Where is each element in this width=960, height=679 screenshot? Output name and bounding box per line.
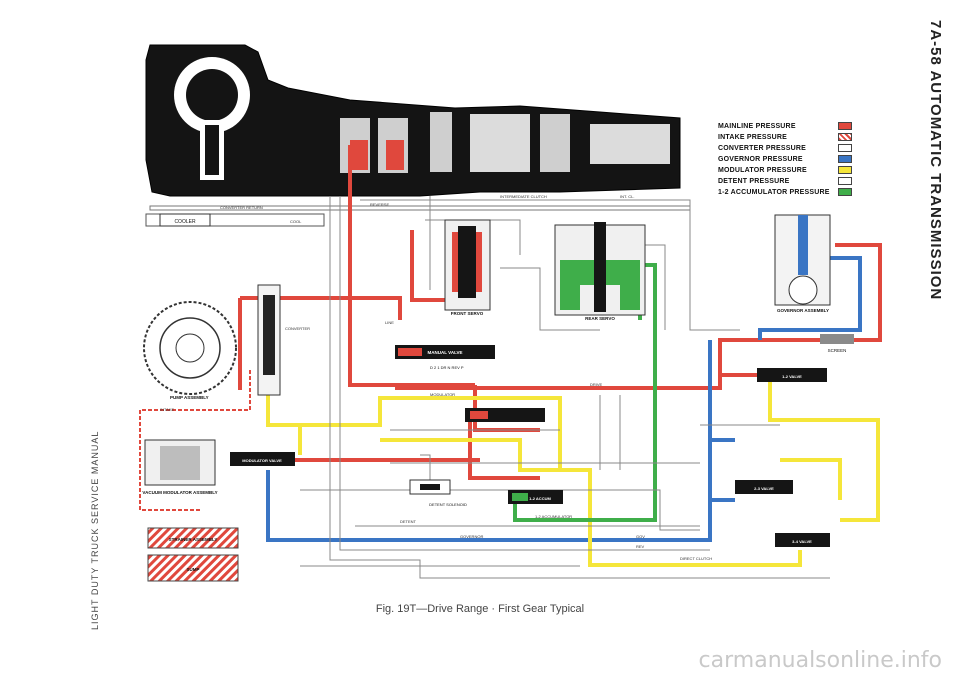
legend-label: 1-2 ACCUMULATOR PRESSURE — [718, 189, 830, 196]
mainline-lines — [238, 145, 882, 480]
cool-label: COOL — [290, 219, 302, 224]
reverse-label: REVERSE — [370, 202, 389, 207]
shift-valves: 1-2 VALVE 2-3 VALVE 3-4 VALVE — [735, 368, 830, 547]
vacuum-modulator: VACUUM MODULATOR ASSEMBLY MODULATOR VALV… — [142, 439, 295, 495]
modulator-valve-label: MODULATOR VALVE — [242, 458, 282, 463]
converter-return-label: CONVERTER RETURN — [220, 205, 263, 210]
strainer-sump: STRAINER ASSEMBLY SUMP — [147, 527, 239, 582]
pressure-regulator: CONVERTER LINE INTAKE — [160, 284, 394, 412]
valve-23-label: 2-3 VALVE — [754, 486, 774, 491]
passage-lines — [300, 196, 830, 579]
figure-caption: Fig. 19T—Drive Range · First Gear Typica… — [375, 603, 585, 615]
legend-label: DETENT PRESSURE — [718, 178, 790, 185]
governor-passage-label: GOVERNOR — [460, 534, 483, 539]
detent-label: DETENT — [400, 519, 417, 524]
governor-label: GOVERNOR ASSEMBLY — [777, 308, 829, 313]
governor-lines — [266, 256, 862, 542]
legend-label: GOVERNOR PRESSURE — [718, 156, 803, 163]
legend-label: MAINLINE PRESSURE — [718, 123, 796, 130]
legend-swatch — [838, 133, 852, 141]
drive-label: DRIVE — [590, 382, 603, 387]
legend-label: CONVERTER PRESSURE — [718, 145, 807, 152]
accumulator-12: 1-2 ACCUM — [508, 490, 563, 504]
modulator-label: MODULATOR — [430, 392, 455, 397]
legend-swatch — [838, 188, 852, 196]
accumulator-label: 1-2 ACCUM — [529, 496, 551, 501]
legend-label: INTAKE PRESSURE — [718, 134, 787, 141]
intermediate-clutch-label: INTERMEDIATE CLUTCH — [500, 194, 547, 199]
front-servo-label: FRONT SERVO — [451, 311, 484, 316]
legend-item: MAINLINE PRESSURE — [718, 121, 852, 132]
detent-solenoid: DETENT SOLENOID — [409, 479, 467, 507]
valve-34-label: 3-4 VALVE — [792, 539, 812, 544]
detent-valve — [465, 408, 545, 422]
watermark: carmanualsonline.info — [698, 648, 942, 673]
legend-swatch — [838, 177, 852, 185]
intake-lines — [139, 370, 251, 511]
rear-servo: REAR SERVO — [554, 222, 646, 321]
rev-label: REV — [636, 544, 645, 549]
rear-servo-label: REAR SERVO — [585, 316, 615, 321]
modulator-lines — [266, 370, 880, 567]
legend-label: MODULATOR PRESSURE — [718, 167, 807, 174]
front-servo: FRONT SERVO — [444, 219, 491, 316]
accumulator-passage-label: 1-2 ACCUMULATOR — [535, 514, 572, 519]
cooler-label: COOLER — [174, 219, 196, 225]
pump-assembly: PUMP ASSEMBLY — [143, 301, 237, 400]
valve-12-label: 1-2 VALVE — [782, 374, 802, 379]
screen-label: SCREEN — [828, 348, 847, 353]
strainer-label: STRAINER ASSEMBLY — [169, 537, 218, 542]
converter-passage-label: CONVERTER — [285, 326, 310, 331]
legend-item: GOVERNOR PRESSURE — [718, 154, 852, 165]
pressure-legend: MAINLINE PRESSURE INTAKE PRESSURE CONVERTE… — [718, 121, 852, 198]
selector-positions: D 2 1 DR N REV P — [430, 365, 464, 370]
legend-swatch — [838, 122, 852, 130]
direct-clutch-label: DIRECT CLUTCH — [680, 556, 712, 561]
legend-swatch — [838, 166, 852, 174]
passage-labels: REVERSE INTERMEDIATE CLUTCH INT. CL. DIR… — [370, 194, 712, 561]
transmission-case — [145, 44, 681, 197]
legend-swatch — [838, 155, 852, 163]
legend-swatch — [838, 144, 852, 152]
legend-item: MODULATOR PRESSURE — [718, 165, 852, 176]
sump-label: SUMP — [186, 567, 199, 572]
intake-passage-label: INTAKE — [160, 407, 174, 412]
line-passage-label: LINE — [385, 320, 394, 325]
gov-label: GOV — [636, 534, 645, 539]
governor-assembly: GOVERNOR ASSEMBLY SCREEN — [774, 214, 854, 353]
legend-item: DETENT PRESSURE — [718, 176, 852, 187]
vacuum-modulator-label: VACUUM MODULATOR ASSEMBLY — [142, 490, 217, 495]
detent-solenoid-label: DETENT SOLENOID — [429, 502, 467, 507]
int-cl-label: INT. CL. — [620, 194, 634, 199]
legend-item: INTAKE PRESSURE — [718, 132, 852, 143]
legend-item: 1-2 ACCUMULATOR PRESSURE — [718, 187, 852, 198]
cooler-circuit: COOLER CONVERTER RETURN COOL — [145, 205, 691, 227]
manual-valve: MANUAL VALVE D 2 1 DR N REV P — [395, 345, 495, 370]
cooler-box — [159, 213, 211, 227]
legend-item: CONVERTER PRESSURE — [718, 143, 852, 154]
manual-valve-label: MANUAL VALVE — [427, 350, 462, 355]
pump-label: PUMP ASSEMBLY — [170, 395, 209, 400]
